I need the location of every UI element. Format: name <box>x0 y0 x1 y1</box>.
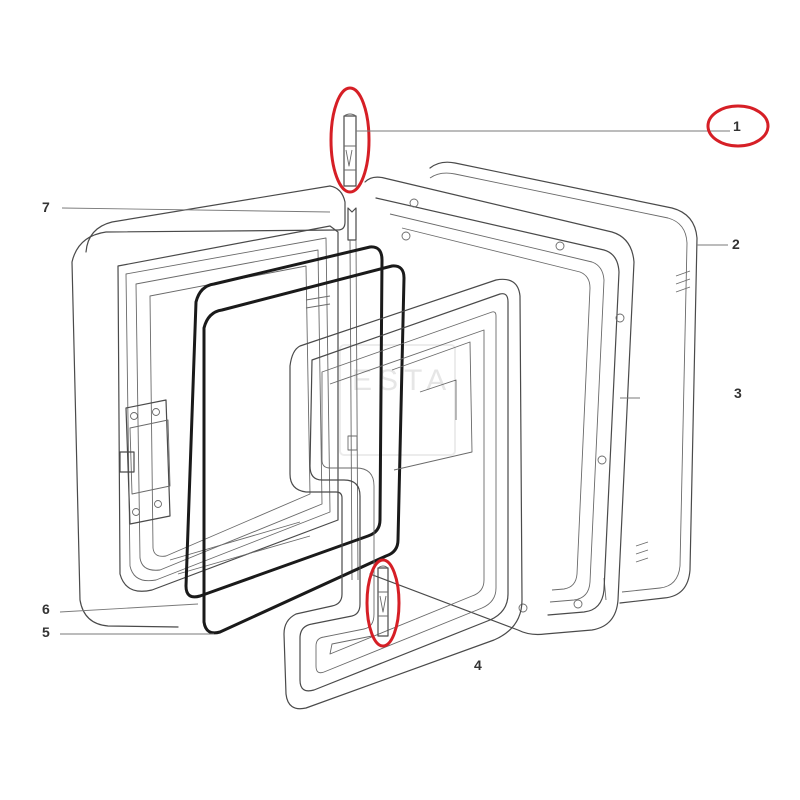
highlight-pin-top <box>329 86 371 194</box>
hinge-rod <box>347 207 359 581</box>
highlight-pin-bottom <box>365 558 401 648</box>
part-front-cover <box>71 185 346 628</box>
callout-3: 3 <box>734 385 742 401</box>
part-inner-door-frame <box>283 278 523 710</box>
part-outer-frame <box>364 176 635 636</box>
watermark-text: ESTA <box>352 364 452 397</box>
callout-6: 6 <box>42 601 50 617</box>
part-hinge-pin-bottom <box>377 565 389 637</box>
leader-lines <box>59 130 730 635</box>
callout-1: 1 <box>733 118 741 134</box>
callout-labels: 1 2 3 4 5 6 7 <box>42 104 770 673</box>
part-gasket-inner <box>184 245 384 599</box>
part-back-frame <box>429 161 698 604</box>
callout-2: 2 <box>732 236 740 252</box>
part-gasket-outer <box>202 264 406 635</box>
callout-7: 7 <box>42 199 50 215</box>
highlight-callout-1 <box>706 104 770 148</box>
part-hinge-pin-top <box>343 113 357 187</box>
callout-5: 5 <box>42 624 50 640</box>
callout-4: 4 <box>474 657 482 673</box>
